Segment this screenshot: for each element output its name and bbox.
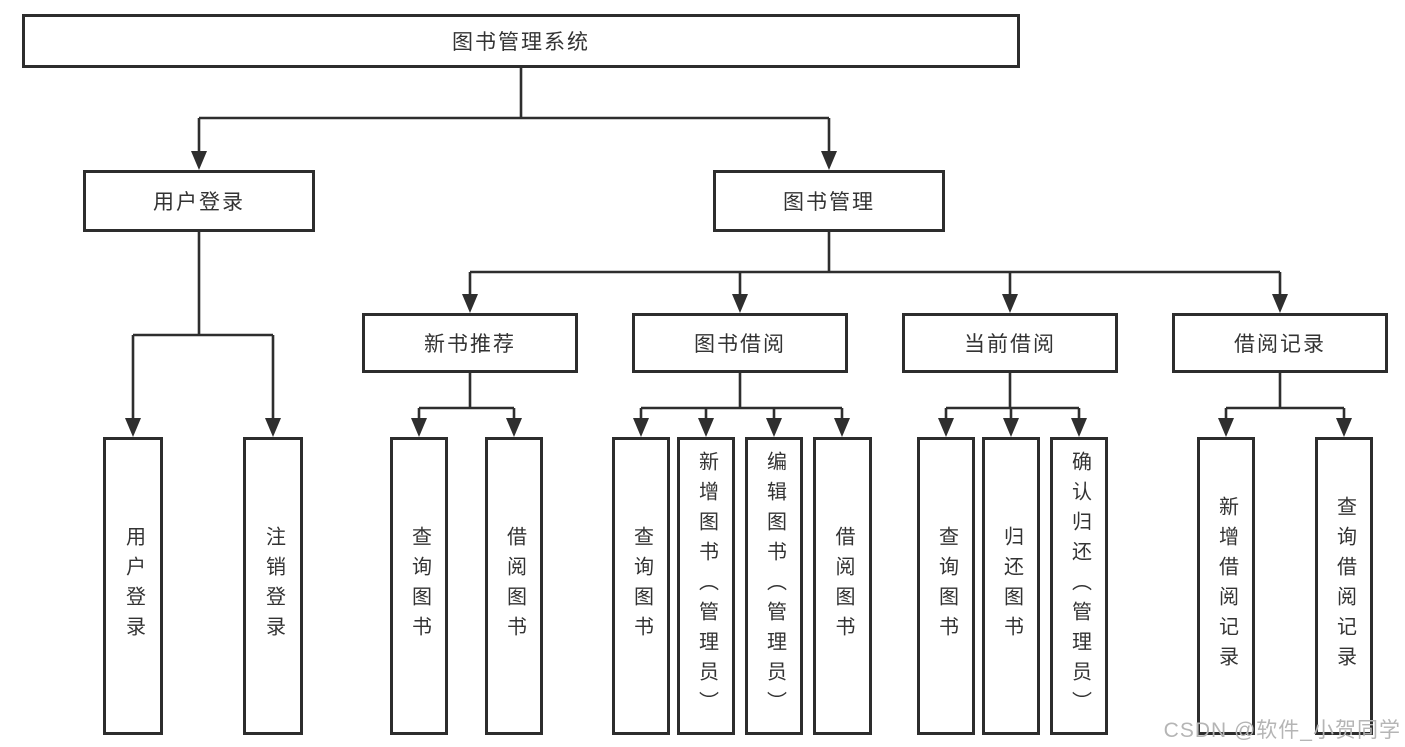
- node-current-borrow: 当前借阅: [902, 313, 1118, 373]
- leaf-user-login-label: 用户登录: [122, 526, 145, 646]
- node-book-borrow-label: 图书借阅: [694, 333, 786, 356]
- leaf-query-books-recommend: 查询图书: [390, 437, 448, 735]
- node-borrow-records-label: 借阅记录: [1234, 333, 1326, 356]
- leaf-return-books: 归还图书: [982, 437, 1040, 735]
- node-book-borrow: 图书借阅: [632, 313, 848, 373]
- leaf-confirm-return-admin: 确认归还（管理员）: [1050, 437, 1108, 735]
- node-book-management: 图书管理: [713, 170, 945, 232]
- node-current-borrow-label: 当前借阅: [964, 333, 1056, 356]
- watermark: CSDN @软件_小贺同学: [1163, 719, 1401, 742]
- node-root: 图书管理系统: [22, 14, 1020, 68]
- node-user-login-label: 用户登录: [153, 191, 245, 214]
- node-new-book-recommend: 新书推荐: [362, 313, 578, 373]
- leaf-borrow-books-recommend: 借阅图书: [485, 437, 543, 735]
- leaf-borrow-books: 借阅图书: [813, 437, 872, 735]
- leaf-add-book-admin: 新增图书（管理员）: [677, 437, 735, 735]
- leaf-confirm-return-admin-label: 确认归还（管理员）: [1068, 451, 1091, 721]
- leaf-add-borrow-record-label: 新增借阅记录: [1215, 496, 1238, 676]
- leaf-logout: 注销登录: [243, 437, 303, 735]
- node-book-management-label: 图书管理: [783, 191, 875, 214]
- leaf-query-books-borrow-label: 查询图书: [630, 526, 653, 646]
- leaf-query-borrow-record: 查询借阅记录: [1315, 437, 1373, 735]
- leaf-logout-label: 注销登录: [262, 526, 285, 646]
- leaf-user-login: 用户登录: [103, 437, 163, 735]
- leaf-query-books-recommend-label: 查询图书: [408, 526, 431, 646]
- leaf-edit-book-admin-label: 编辑图书（管理员）: [763, 451, 786, 721]
- leaf-query-books-borrow: 查询图书: [612, 437, 670, 735]
- leaf-add-borrow-record: 新增借阅记录: [1197, 437, 1255, 735]
- leaf-edit-book-admin: 编辑图书（管理员）: [745, 437, 803, 735]
- leaf-borrow-books-label: 借阅图书: [832, 526, 854, 646]
- node-user-login: 用户登录: [83, 170, 315, 232]
- node-borrow-records: 借阅记录: [1172, 313, 1388, 373]
- leaf-query-books-current-label: 查询图书: [935, 526, 958, 646]
- node-root-label: 图书管理系统: [452, 31, 590, 54]
- leaf-query-books-current: 查询图书: [917, 437, 975, 735]
- leaf-query-borrow-record-label: 查询借阅记录: [1333, 496, 1356, 676]
- leaf-borrow-books-recommend-label: 借阅图书: [503, 526, 526, 646]
- node-new-book-recommend-label: 新书推荐: [424, 333, 516, 356]
- leaf-add-book-admin-label: 新增图书（管理员）: [695, 451, 718, 721]
- leaf-return-books-label: 归还图书: [1000, 526, 1023, 646]
